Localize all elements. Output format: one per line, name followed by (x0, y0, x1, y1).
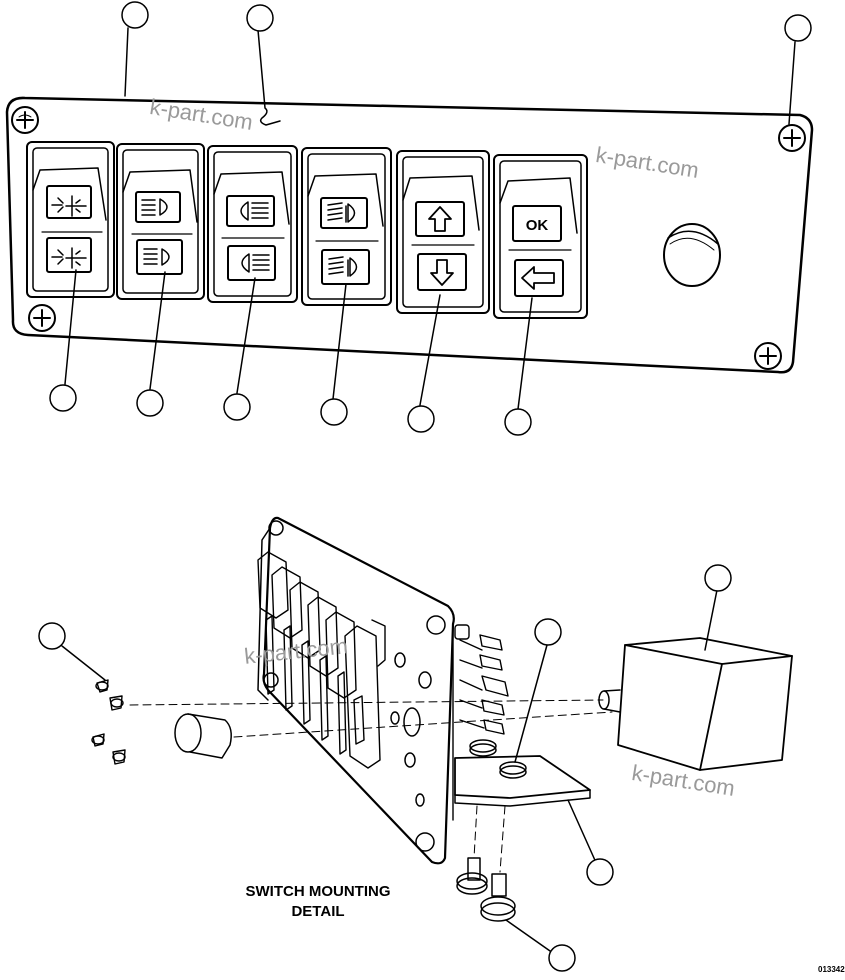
screw-top-left (11, 106, 39, 134)
rear-terminals (452, 624, 509, 821)
caption-line-1: SWITCH MOUNTING (245, 883, 391, 900)
headlight-icon (227, 245, 276, 281)
work-light-icon (46, 185, 92, 219)
switch-2 (116, 143, 205, 300)
switch-1 (26, 141, 115, 298)
callout-circles-bottom (38, 564, 732, 972)
figure-id: 013342 (818, 965, 845, 974)
switch-stack (257, 551, 386, 769)
fog-light-icon (321, 249, 370, 285)
caption-line-2: DETAIL (291, 903, 345, 920)
plate-screw (263, 672, 279, 688)
switch-5 (396, 150, 490, 314)
arrow-down-icon (417, 253, 467, 291)
callouts-top (64, 27, 796, 410)
assembly-lines (129, 699, 613, 873)
mounting-bracket (454, 739, 591, 807)
rotary-knob (663, 223, 721, 287)
screw-top-right (778, 124, 806, 152)
switch-6: OK (493, 154, 588, 319)
fog-light-icon (320, 197, 368, 229)
bracket-screws (456, 857, 516, 922)
plate-screw (268, 520, 284, 536)
work-light-icon (46, 237, 92, 273)
arrow-up-icon (415, 201, 465, 237)
headlight-icon (226, 195, 275, 227)
knob-exploded (174, 713, 232, 759)
detail-caption: SWITCH MOUNTING DETAIL (228, 882, 408, 922)
ok-text: OK (526, 217, 549, 234)
encoder-box (598, 637, 793, 771)
callout-circles-top (49, 1, 812, 436)
callouts-bottom (61, 589, 718, 959)
switch-panel: OK (5, 96, 814, 374)
screw-bottom-left (28, 304, 56, 332)
small-screws (91, 679, 126, 765)
screw-bottom-right (754, 342, 782, 370)
arrow-left-icon (514, 259, 564, 297)
ok-label (512, 205, 562, 242)
plate-screw (426, 615, 446, 635)
switch-4 (301, 147, 392, 306)
high-beam-icon (136, 239, 183, 275)
switch-3 (207, 145, 298, 303)
plate-screw (415, 832, 435, 852)
high-beam-icon (135, 191, 181, 223)
mounting-detail (91, 516, 793, 922)
